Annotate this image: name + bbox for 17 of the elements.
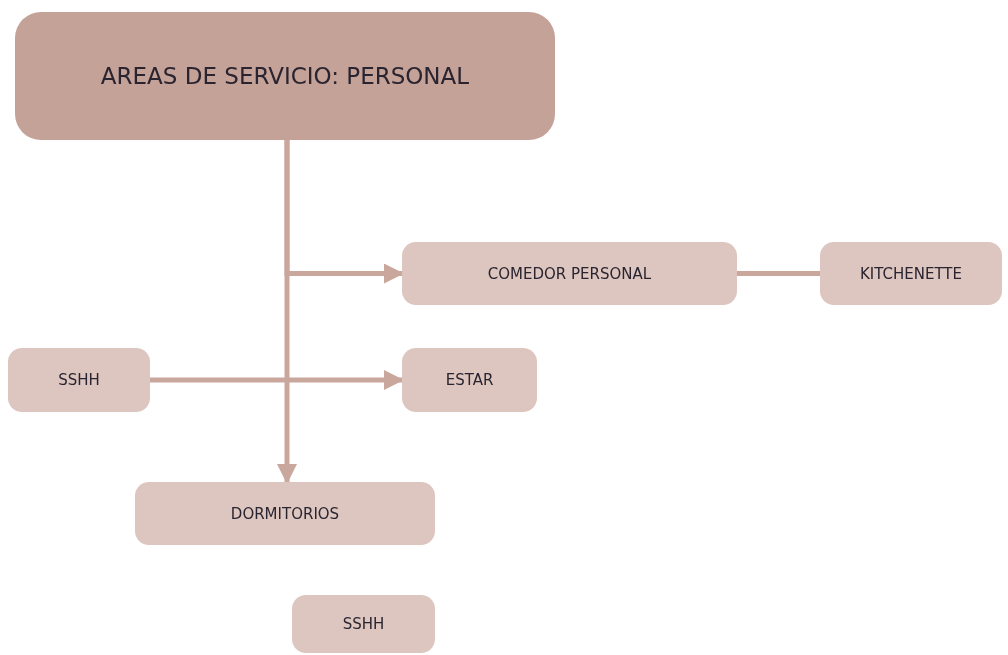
- area-box: [402, 242, 737, 305]
- area-box: [820, 242, 1002, 305]
- title-box: [15, 12, 555, 140]
- area-box: [8, 348, 150, 412]
- area-label: COMEDOR PERSONAL: [487, 264, 652, 283]
- arrow: [150, 370, 404, 390]
- connector-line: [737, 271, 820, 276]
- area-box: [292, 595, 435, 653]
- area-box: [402, 348, 537, 412]
- area-label: SSHH: [342, 615, 385, 633]
- area-label: ESTAR: [445, 371, 494, 389]
- area-box: [135, 482, 435, 545]
- area-label: SSHH: [58, 371, 100, 389]
- arrow: [277, 140, 297, 484]
- area-label: AREAS DE SERVICIO: PERSONAL: [100, 63, 470, 89]
- area-label: DORMITORIOS: [230, 504, 340, 523]
- area-label: KITCHENETTE: [860, 264, 962, 283]
